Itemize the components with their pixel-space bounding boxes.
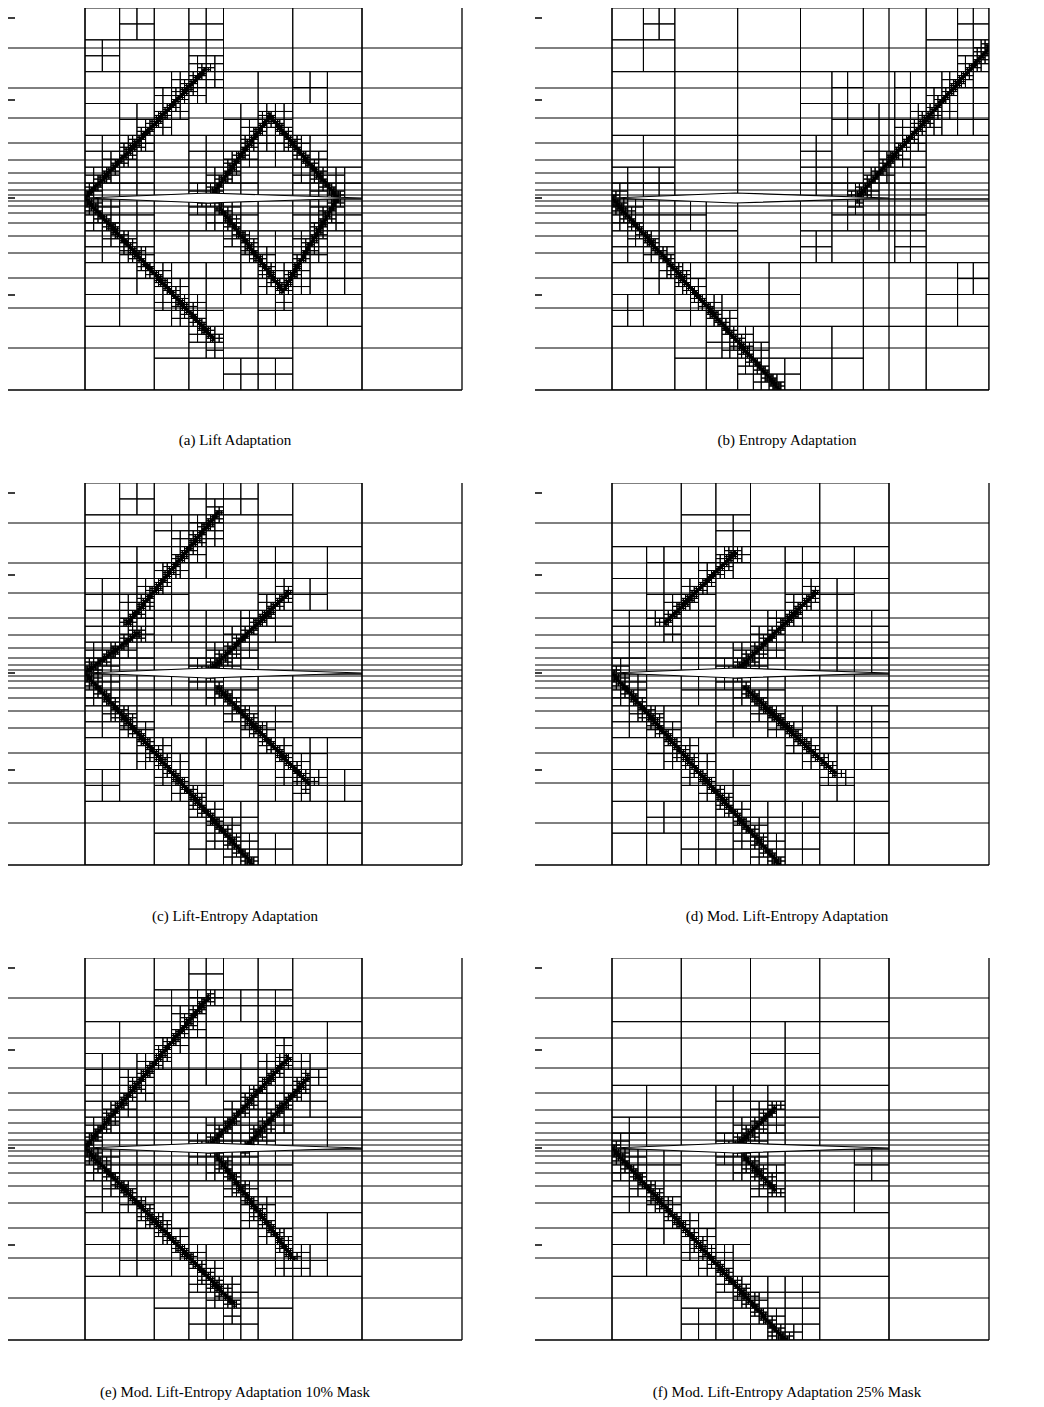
panel-caption: (c) Lift-Entropy Adaptation	[152, 908, 318, 925]
panel-caption: (b) Entropy Adaptation	[717, 432, 856, 449]
plot-frame	[535, 958, 989, 1340]
mesh-panel	[535, 8, 989, 390]
mesh-panel	[8, 8, 462, 390]
airfoil-body	[612, 193, 889, 203]
panel-caption: (e) Mod. Lift-Entropy Adaptation 10% Mas…	[100, 1384, 370, 1401]
plot-frame	[8, 8, 462, 390]
airfoil-body	[85, 193, 362, 203]
panel-caption: (f) Mod. Lift-Entropy Adaptation 25% Mas…	[653, 1384, 921, 1401]
mesh-cells	[535, 8, 989, 390]
airfoil-body	[612, 1143, 889, 1153]
mesh-cells	[535, 958, 989, 1340]
plot-frame	[535, 483, 989, 865]
mesh-panel	[8, 958, 462, 1340]
airfoil-body	[85, 1143, 362, 1153]
mesh-panel	[535, 958, 989, 1340]
mesh-panel	[8, 483, 462, 865]
mesh-panel	[535, 483, 989, 865]
panel-caption: (d) Mod. Lift-Entropy Adaptation	[686, 908, 888, 925]
mesh-cells	[8, 8, 462, 390]
airfoil-body	[85, 668, 362, 678]
plot-frame	[535, 8, 989, 390]
mesh-cells	[8, 483, 462, 865]
airfoil-body	[612, 668, 889, 678]
plot-frame	[8, 483, 462, 865]
plot-frame	[8, 958, 462, 1340]
panel-caption: (a) Lift Adaptation	[179, 432, 291, 449]
mesh-cells	[535, 483, 989, 865]
mesh-cells	[8, 958, 462, 1340]
